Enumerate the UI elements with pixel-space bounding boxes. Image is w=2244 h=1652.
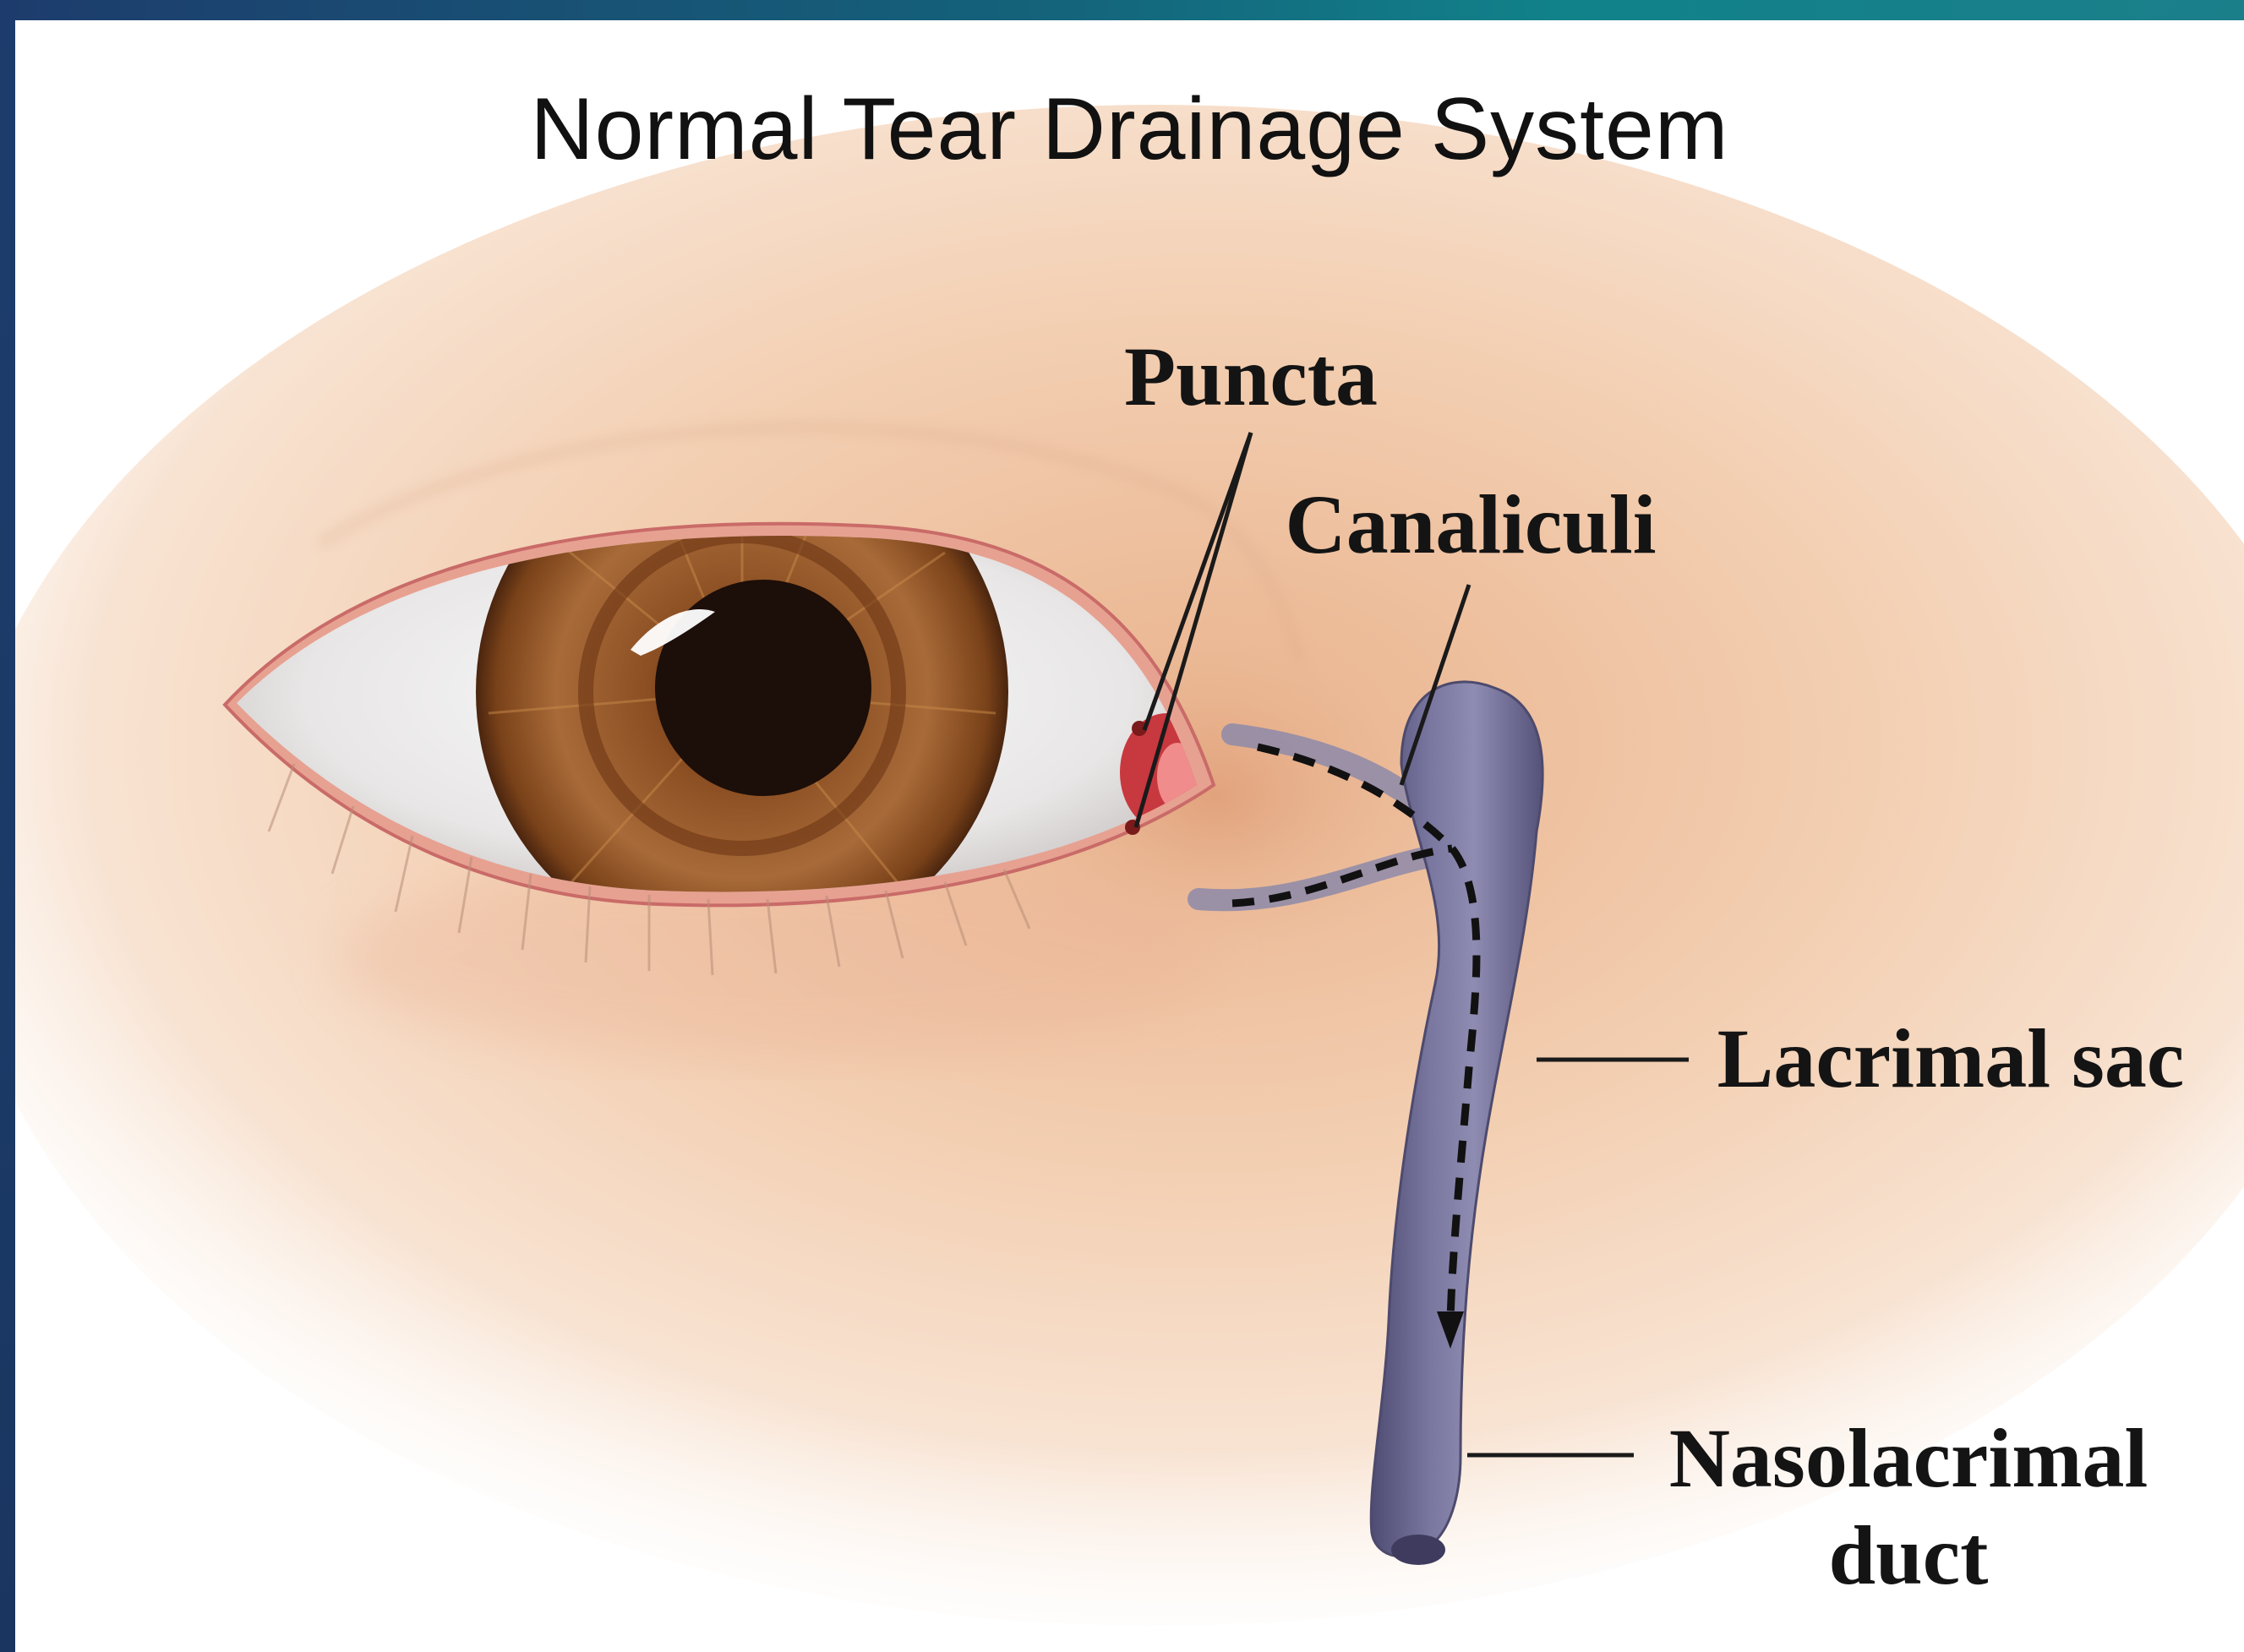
label-puncta: Puncta <box>1124 330 1378 423</box>
duct-opening <box>1391 1535 1445 1565</box>
frame-top-bar <box>0 0 2244 20</box>
frame-left-bar <box>0 0 15 1652</box>
diagram-title: Normal Tear Drainage System <box>15 79 2244 180</box>
label-lacrimal-sac: Lacrimal sac <box>1717 1011 2185 1105</box>
label-nasolacrimal: Nasolacrimal <box>1669 1411 2148 1505</box>
diagram-panel: Puncta Canaliculi Lacrimal sac Nasolacri… <box>15 20 2244 1652</box>
label-duct: duct <box>1829 1508 1989 1602</box>
label-canaliculi: Canaliculi <box>1286 477 1657 571</box>
eye-illustration: Puncta Canaliculi Lacrimal sac Nasolacri… <box>15 20 2244 1652</box>
